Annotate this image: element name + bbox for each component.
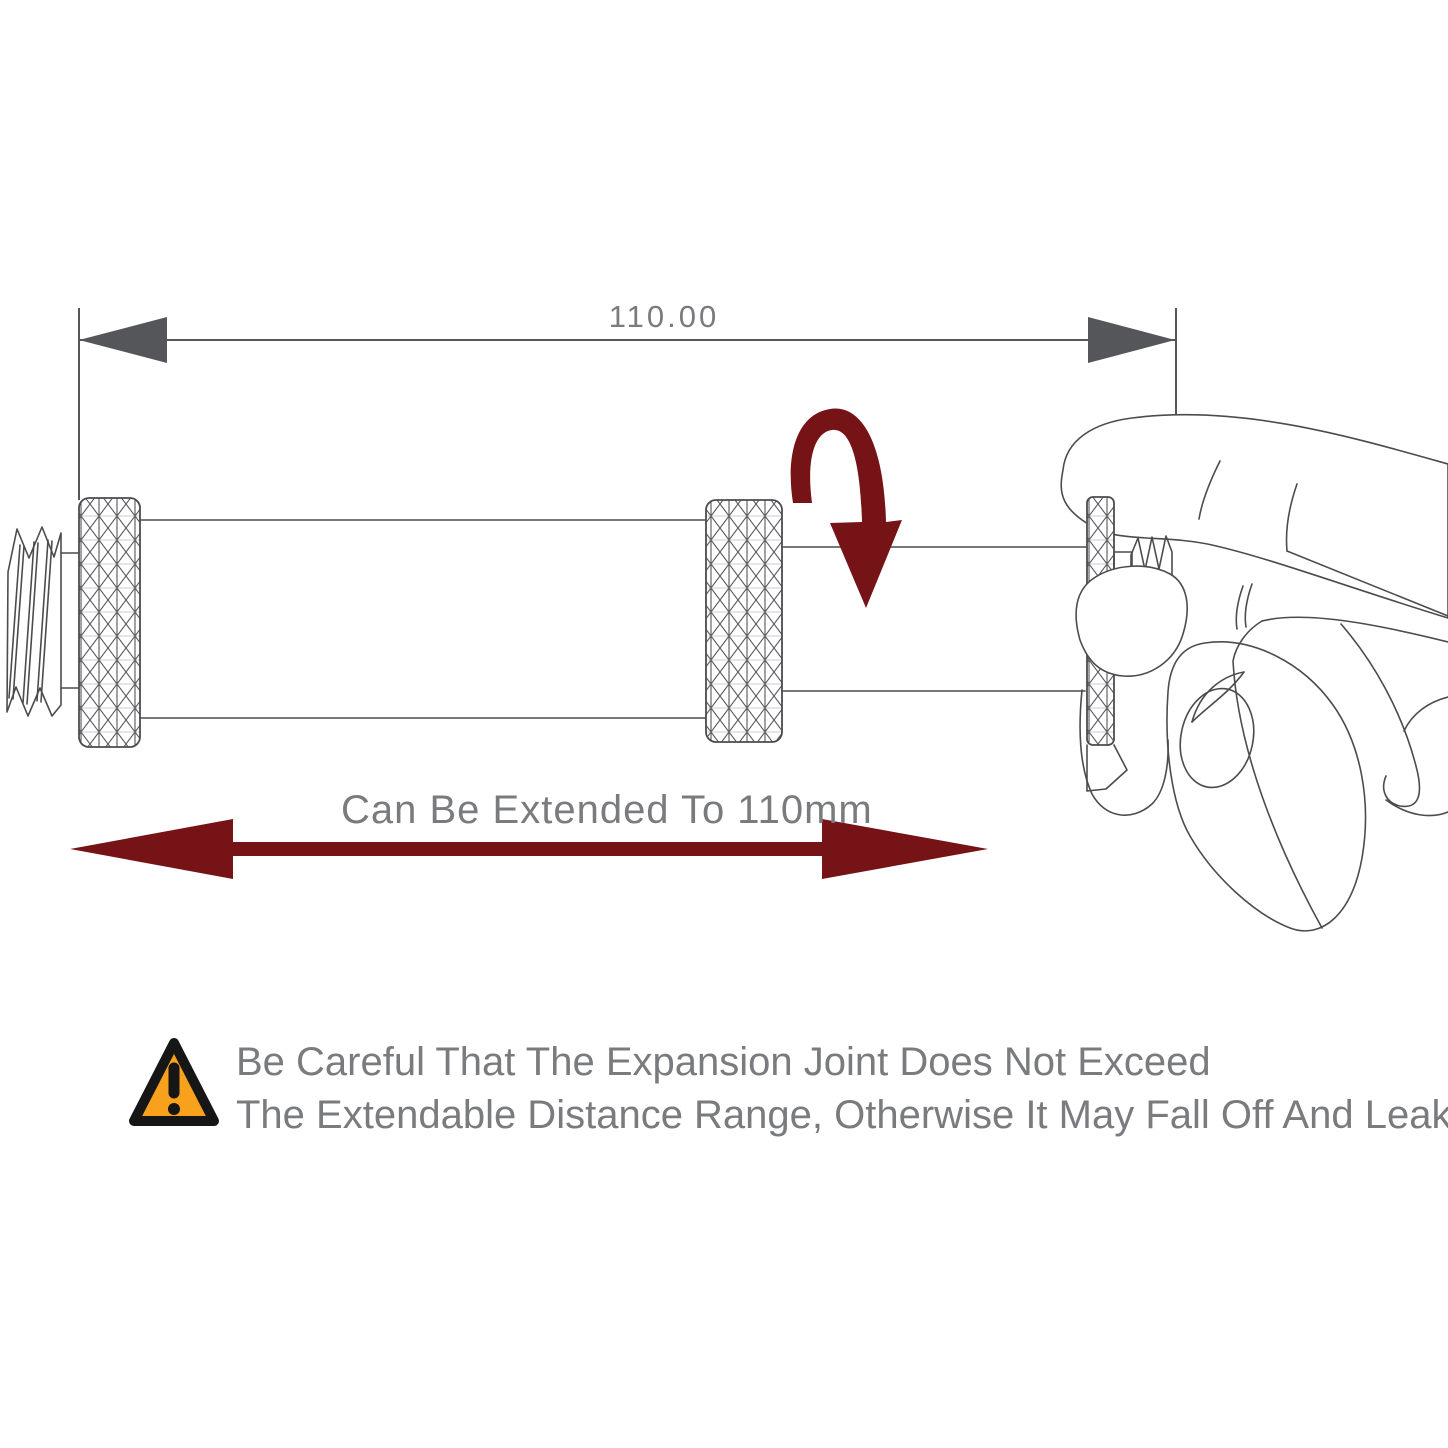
middle-knurled-ring <box>705 499 783 743</box>
left-knurled-ring <box>78 497 141 748</box>
middle-finger-top <box>1261 616 1448 643</box>
left-thread <box>6 526 62 717</box>
extend-range-double-arrow-icon <box>70 819 988 879</box>
dimension-annotation <box>78 308 1177 508</box>
web-crease-1 <box>1191 671 1245 723</box>
ring-finger-bottom <box>1385 799 1448 817</box>
middle-finger-crease-1 <box>1235 585 1244 630</box>
thumbnail <box>1179 687 1255 789</box>
dimension-label: 110.00 <box>608 299 720 334</box>
finger-fold-line <box>1403 696 1448 732</box>
dimension-arrow-right-icon <box>1088 317 1175 363</box>
extension-fitting-drawing <box>6 497 1088 748</box>
extend-range-label: Can Be Extended To 110mm <box>341 788 873 832</box>
dimension-arrow-left-icon <box>79 317 167 363</box>
finger-separation-line <box>1286 550 1448 617</box>
thumb-pad <box>1075 565 1188 677</box>
warning-text-line2: The Extendable Distance Range, Otherwise… <box>236 1093 1448 1137</box>
body-tube <box>139 519 707 719</box>
knuckle-crease <box>1285 483 1298 552</box>
warning-triangle-icon <box>129 1038 219 1126</box>
middle-finger-edge <box>1232 620 1323 929</box>
end-fitting-skirt <box>1086 744 1128 792</box>
warning-text-line1: Be Careful That The Expansion Joint Does… <box>236 1040 1211 1084</box>
fingernail-crease <box>1198 460 1221 520</box>
rotate-arrow-icon <box>790 408 902 608</box>
inner-tube <box>781 546 1088 692</box>
thread-collar-lines <box>60 552 80 689</box>
thumb-lower-edge <box>1079 689 1169 816</box>
thumb-body <box>1166 641 1367 932</box>
hand-foreground <box>1075 565 1448 932</box>
middle-finger-crease-2 <box>1244 583 1253 628</box>
ring-finger-edge <box>1340 623 1421 808</box>
web-crease-2 <box>1191 671 1245 723</box>
